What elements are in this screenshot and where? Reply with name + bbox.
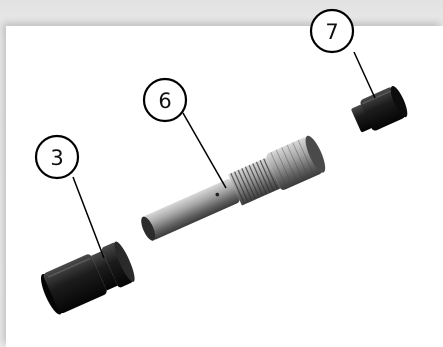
leader-line-3 [73, 177, 104, 258]
threaded-spindle [136, 133, 329, 248]
leader-line-6 [183, 113, 226, 188]
callout-7: 7 [311, 10, 353, 52]
leader-line-7 [354, 52, 375, 98]
callout-3-label: 3 [50, 146, 63, 170]
small-end-cap [349, 84, 410, 136]
callout-7-label: 7 [325, 20, 338, 44]
callout-6-label: 6 [158, 89, 171, 113]
large-end-cap [37, 240, 138, 317]
callout-6: 6 [144, 79, 186, 121]
callout-3: 3 [36, 136, 78, 178]
